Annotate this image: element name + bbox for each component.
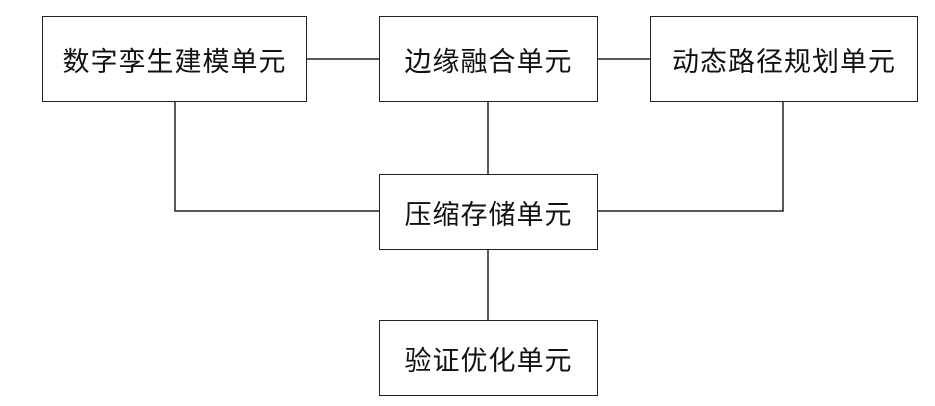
digital-twin-modeling-unit: 数字孪生建模单元 <box>42 16 307 102</box>
dynamic-path-planning-unit: 动态路径规划单元 <box>650 16 918 102</box>
dynamic-path-planning-label: 动态路径规划单元 <box>672 40 896 79</box>
verification-optimization-unit: 验证优化单元 <box>379 320 598 396</box>
edge-fusion-label: 边缘融合单元 <box>405 40 573 79</box>
connector-path-store <box>598 102 783 211</box>
compressed-storage-label: 压缩存储单元 <box>405 193 573 232</box>
compressed-storage-unit: 压缩存储单元 <box>379 174 598 250</box>
verification-optimization-label: 验证优化单元 <box>405 339 573 378</box>
edge-fusion-unit: 边缘融合单元 <box>379 16 598 102</box>
connector-twin-store <box>175 102 379 211</box>
digital-twin-modeling-label: 数字孪生建模单元 <box>63 40 287 79</box>
